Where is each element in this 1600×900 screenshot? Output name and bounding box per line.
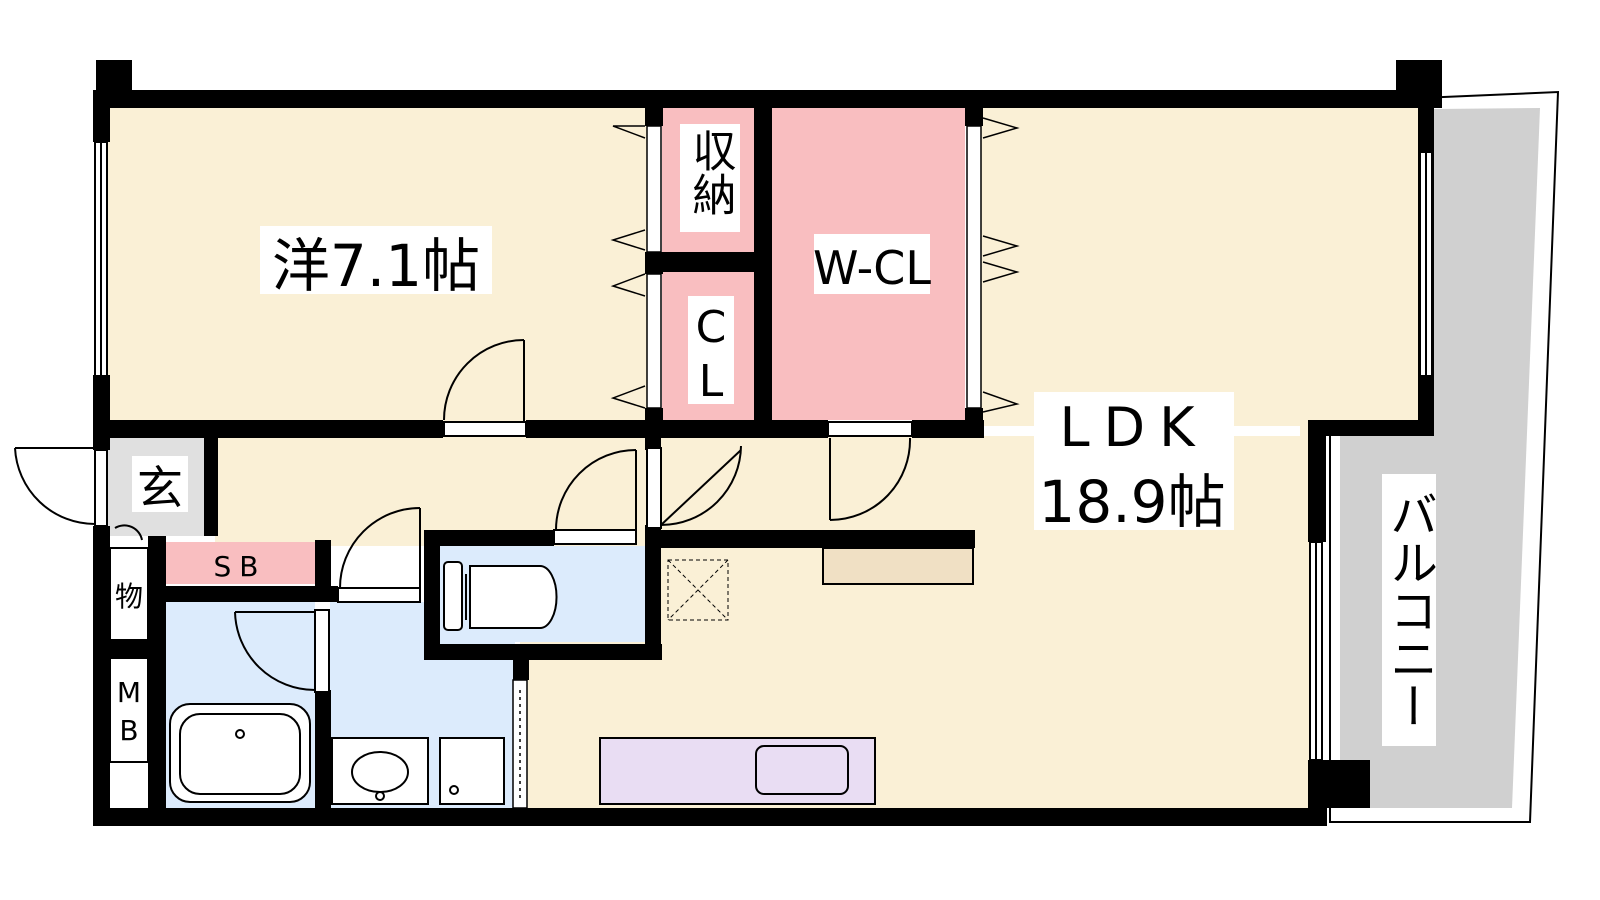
meter-box-label-m: M (117, 676, 141, 709)
western-room-label: 洋7.1帖 (272, 232, 480, 300)
walls (93, 60, 1442, 826)
storage-small-label: 物 (115, 580, 143, 613)
ldk-size-label: 18.9帖 (1038, 468, 1225, 536)
room-labels: 洋7.1帖 収納 C L W-CL LDK 18.9帖 玄 SB 物 M B バ… (115, 124, 1437, 747)
folding-door-icon (610, 117, 1020, 413)
walk-in-closet-label: W-CL (813, 241, 931, 295)
floor-hatch-icon (667, 559, 729, 621)
meter-box-label-b: B (119, 714, 138, 747)
bathtub-icon (169, 703, 311, 803)
ldk-label: LDK (1059, 396, 1208, 459)
meter-box (109, 657, 149, 763)
closet-label-c: C (696, 302, 727, 353)
toilet-icon (443, 561, 558, 631)
storage-small (109, 547, 149, 641)
storage-label: 収納 (685, 128, 736, 216)
washbasin-icon (331, 737, 429, 805)
sliding-door-icon (512, 679, 528, 809)
washing-machine-pan-icon (439, 737, 505, 805)
closet-label-l: L (699, 356, 724, 407)
hinged-door-icon (14, 339, 913, 693)
ldk-floor-upper (980, 106, 1420, 426)
entrance-label: 玄 (137, 461, 183, 515)
shoe-box (165, 542, 315, 584)
sink-icon (755, 745, 849, 795)
wall-shelf (822, 547, 974, 585)
window-icon (94, 141, 1433, 761)
balcony-label: バルコニー (1381, 490, 1437, 730)
shoe-box-label: SB (214, 550, 267, 583)
